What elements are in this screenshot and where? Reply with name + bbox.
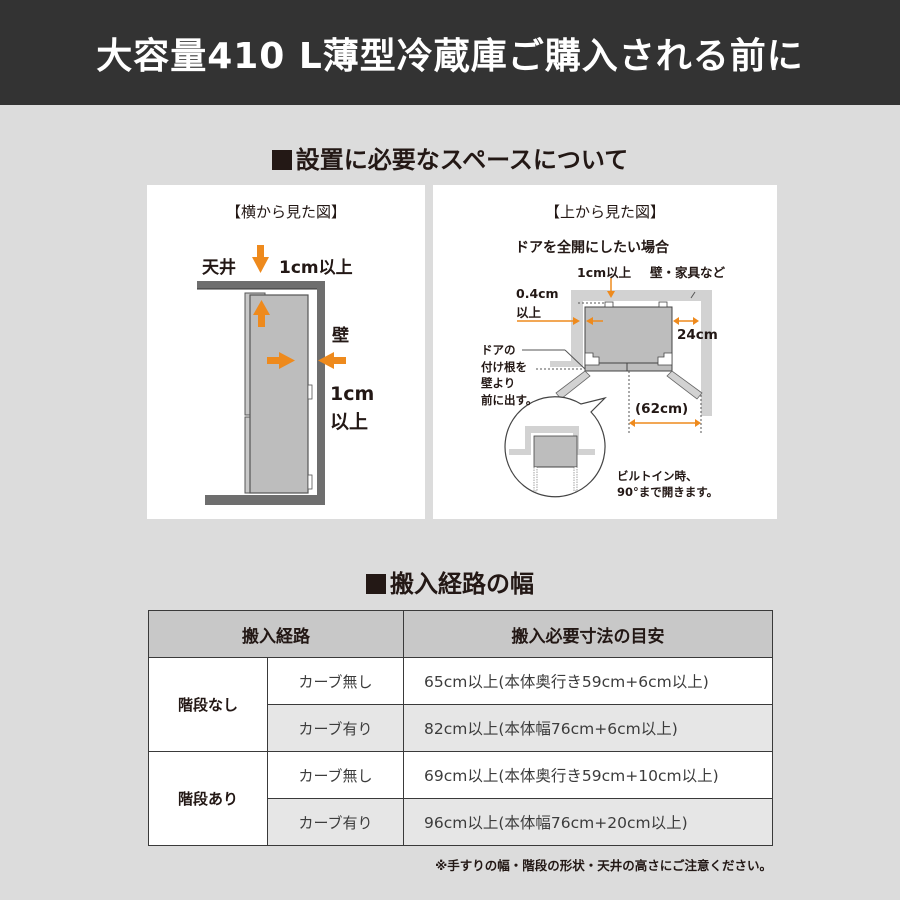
ceiling-clearance: 1cm以上 bbox=[279, 258, 353, 278]
requirement-cell: 82cm以上(本体幅76cm+6cm以上) bbox=[403, 704, 773, 752]
stairs-none-cell: 階段なし bbox=[148, 657, 268, 752]
side-view-diagram: 【横から見た図】 天井 1cm以上 壁 1cm 以上 bbox=[147, 185, 425, 519]
carry-in-section-title: 搬入経路の幅 bbox=[0, 564, 900, 599]
carry-in-width-table: 搬入経路 搬入必要寸法の目安 階段なし カーブ無し 65cm以上(本体奥行き59… bbox=[148, 610, 773, 846]
table-header-row: 搬入経路 搬入必要寸法の目安 bbox=[148, 610, 773, 658]
top-clearance-label: 1cm以上 bbox=[577, 265, 632, 280]
footnote: ※手すりの幅・階段の形状・天井の高さにご注意ください。 bbox=[435, 858, 772, 873]
door-width-label: (62cm) bbox=[635, 401, 689, 417]
wall-clearance-suffix: 以上 bbox=[330, 411, 369, 433]
wall-clearance-value: 1cm bbox=[330, 383, 375, 405]
side-view-illustration bbox=[197, 245, 346, 505]
right-clearance-label: 24cm bbox=[677, 327, 718, 343]
page-header: 大容量410 L薄型冷蔵庫ご購入される前に bbox=[0, 0, 900, 105]
square-bullet-icon bbox=[366, 574, 386, 594]
ceiling-label: 天井 bbox=[202, 258, 236, 278]
requirement-cell: 96cm以上(本体幅76cm+20cm以上) bbox=[403, 798, 773, 846]
wall-label: 壁 bbox=[332, 326, 349, 346]
curve-cell: カーブ有り bbox=[267, 704, 404, 752]
requirement-cell: 69cm以上(本体奥行き59cm+10cm以上) bbox=[403, 751, 773, 799]
installation-section-title: 設置に必要なスペースについて bbox=[0, 140, 900, 175]
side-clearance-suffix: 以上 bbox=[516, 305, 542, 320]
requirement-cell: 65cm以上(本体奥行き59cm+6cm以上) bbox=[403, 657, 773, 705]
top-view-diagram: 【上から見た図】 bbox=[433, 185, 777, 519]
top-view-subtitle: ドアを全開にしたい場合 bbox=[515, 240, 669, 256]
curve-cell: カーブ有り bbox=[267, 798, 404, 846]
wall-furniture-label: 壁・家具など bbox=[650, 265, 726, 280]
square-bullet-icon bbox=[271, 150, 292, 170]
table-row: 階段なし カーブ無し 65cm以上(本体奥行き59cm+6cm以上) bbox=[148, 657, 773, 752]
header-route: 搬入経路 bbox=[148, 610, 404, 658]
header-required-size: 搬入必要寸法の目安 bbox=[403, 610, 773, 658]
builtin-note: ビルトイン時、 90°まで開きます。 bbox=[617, 469, 719, 499]
table-row: カーブ有り 96cm以上(本体幅76cm+20cm以上) bbox=[149, 798, 773, 846]
door-hinge-note: ドアの 付け根を 壁より 前に出す。 bbox=[481, 343, 538, 407]
side-view-caption: 【横から見た図】 bbox=[225, 203, 346, 221]
curve-cell: カーブ無し bbox=[267, 751, 404, 799]
table-row: 階段あり カーブ無し 69cm以上(本体奥行き59cm+10cm以上) bbox=[148, 751, 773, 846]
table-row: カーブ有り 82cm以上(本体幅76cm+6cm以上) bbox=[149, 704, 773, 752]
curve-cell: カーブ無し bbox=[267, 657, 404, 705]
top-view-illustration bbox=[504, 278, 712, 498]
stairs-present-cell: 階段あり bbox=[148, 751, 268, 846]
side-clearance-value: 0.4cm bbox=[516, 286, 559, 301]
top-view-caption: 【上から見た図】 bbox=[544, 203, 665, 221]
page-title: 大容量410 L薄型冷蔵庫ご購入される前に bbox=[96, 35, 804, 77]
